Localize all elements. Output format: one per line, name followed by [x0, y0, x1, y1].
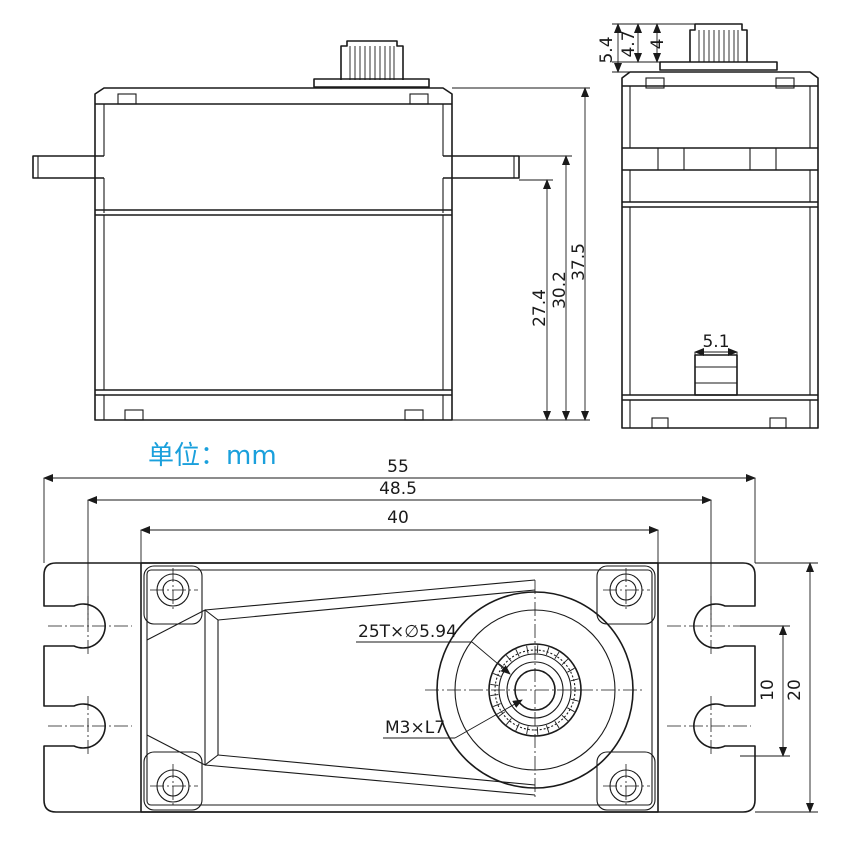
dim-4-7: 4.7 — [619, 30, 639, 57]
side-cable-exit — [694, 354, 738, 396]
spline-tooth — [493, 672, 501, 677]
side-body — [621, 86, 819, 429]
spline-label: 25T×∅5.94 — [358, 622, 457, 642]
spline-tooth — [526, 726, 529, 735]
spline-tooth — [493, 703, 501, 708]
spline-tooth — [536, 726, 539, 735]
spline-tooth — [570, 698, 579, 702]
spline-tooth — [498, 663, 506, 669]
side-dims: 5.4 4.7 4 5.1 — [597, 23, 738, 358]
top-view: 55 48.5 40 — [43, 457, 818, 813]
top-flange — [43, 562, 756, 813]
front-body — [94, 104, 453, 421]
spline-tooth — [505, 655, 512, 662]
dim-48-5: 48.5 — [379, 479, 417, 499]
spline-tooth — [498, 711, 506, 717]
screw-label: M3×L7 — [385, 718, 445, 738]
dim-27-4: 27.4 — [530, 289, 550, 327]
spline-tooth — [515, 723, 520, 731]
spline-tooth — [567, 667, 575, 673]
dim-30-2: 30.2 — [550, 271, 570, 309]
front-view — [32, 40, 520, 421]
dim-20: 20 — [785, 679, 805, 701]
dim-55: 55 — [387, 457, 409, 477]
spline-tooth — [554, 651, 560, 660]
front-boss — [313, 78, 430, 88]
spline-tooth — [545, 647, 550, 655]
dim-10: 10 — [758, 679, 778, 701]
front-top-cap — [94, 87, 453, 104]
spline-tooth — [536, 645, 539, 654]
spline-tooth — [490, 683, 499, 686]
dim-37-5: 37.5 — [569, 243, 589, 281]
dim-40: 40 — [387, 508, 409, 528]
dim-5-4: 5.4 — [597, 36, 617, 63]
side-spline — [689, 23, 748, 62]
front-spline — [340, 40, 404, 80]
dim-4: 4 — [648, 39, 668, 50]
spline-tooth — [526, 645, 529, 654]
spline-tooth — [505, 718, 512, 725]
spline-tooth — [515, 649, 520, 657]
front-height-dims: 37.5 30.2 27.4 — [452, 87, 590, 421]
spline-tooth — [545, 725, 550, 733]
spline-tooth — [490, 694, 499, 697]
side-boss — [659, 61, 778, 71]
dim-5-1: 5.1 — [702, 332, 729, 352]
side-spline-teeth — [698, 30, 739, 62]
front-ear-right — [443, 155, 520, 179]
spline-teeth-ring — [490, 645, 580, 735]
side-view — [621, 23, 819, 429]
spline-tooth — [561, 658, 569, 666]
unit-label: 单位：mm — [148, 441, 277, 471]
spline-tooth — [567, 707, 575, 713]
top-body — [140, 562, 659, 813]
front-ear-left — [32, 155, 104, 179]
spline-tooth — [561, 714, 569, 722]
spline-tooth — [554, 720, 560, 729]
spline-tooth — [570, 678, 579, 682]
front-spline-teeth — [349, 46, 395, 80]
